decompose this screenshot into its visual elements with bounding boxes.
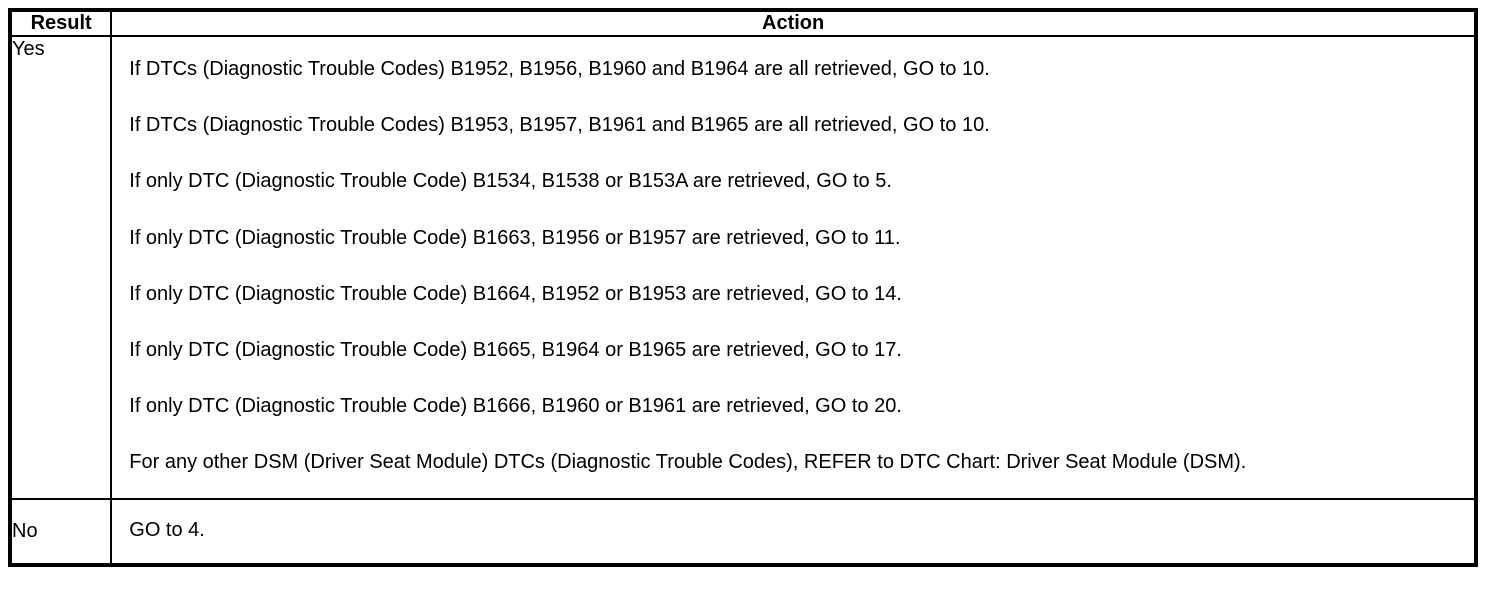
list-item: If DTCs (Diagnostic Trouble Codes) B1953… <box>129 114 990 137</box>
list-item: If only DTC (Diagnostic Trouble Code) B1… <box>129 226 901 249</box>
table-header: Result Action <box>8 9 1477 37</box>
table-header-row: Result Action <box>8 9 1477 37</box>
action-list: If DTCs (Diagnostic Trouble Codes) B1952… <box>112 37 1474 498</box>
table-body: Yes If DTCs (Diagnostic Trouble Codes) B… <box>8 35 1477 566</box>
table-row: No GO to 4. <box>8 497 1477 566</box>
list-item: For any other DSM (Driver Seat Module) D… <box>129 451 1247 474</box>
result-cell-yes: Yes <box>8 35 113 500</box>
action-cell-no: GO to 4. <box>110 497 1477 566</box>
column-header-action: Action <box>110 9 1477 37</box>
result-cell-no: No <box>8 497 113 566</box>
result-action-table: Result Action Yes If DTCs (Diagnostic Tr… <box>8 8 1478 567</box>
list-item: If only DTC (Diagnostic Trouble Code) B1… <box>129 338 902 361</box>
list-item: If only DTC (Diagnostic Trouble Code) B1… <box>129 395 902 418</box>
action-cell-yes: If DTCs (Diagnostic Trouble Codes) B1952… <box>110 35 1477 500</box>
list-item: If only DTC (Diagnostic Trouble Code) B1… <box>129 170 892 193</box>
list-item: If only DTC (Diagnostic Trouble Code) B1… <box>129 282 902 305</box>
list-item: If DTCs (Diagnostic Trouble Codes) B1952… <box>129 58 990 80</box>
column-header-result: Result <box>8 9 113 37</box>
table-row: Yes If DTCs (Diagnostic Trouble Codes) B… <box>8 35 1477 500</box>
